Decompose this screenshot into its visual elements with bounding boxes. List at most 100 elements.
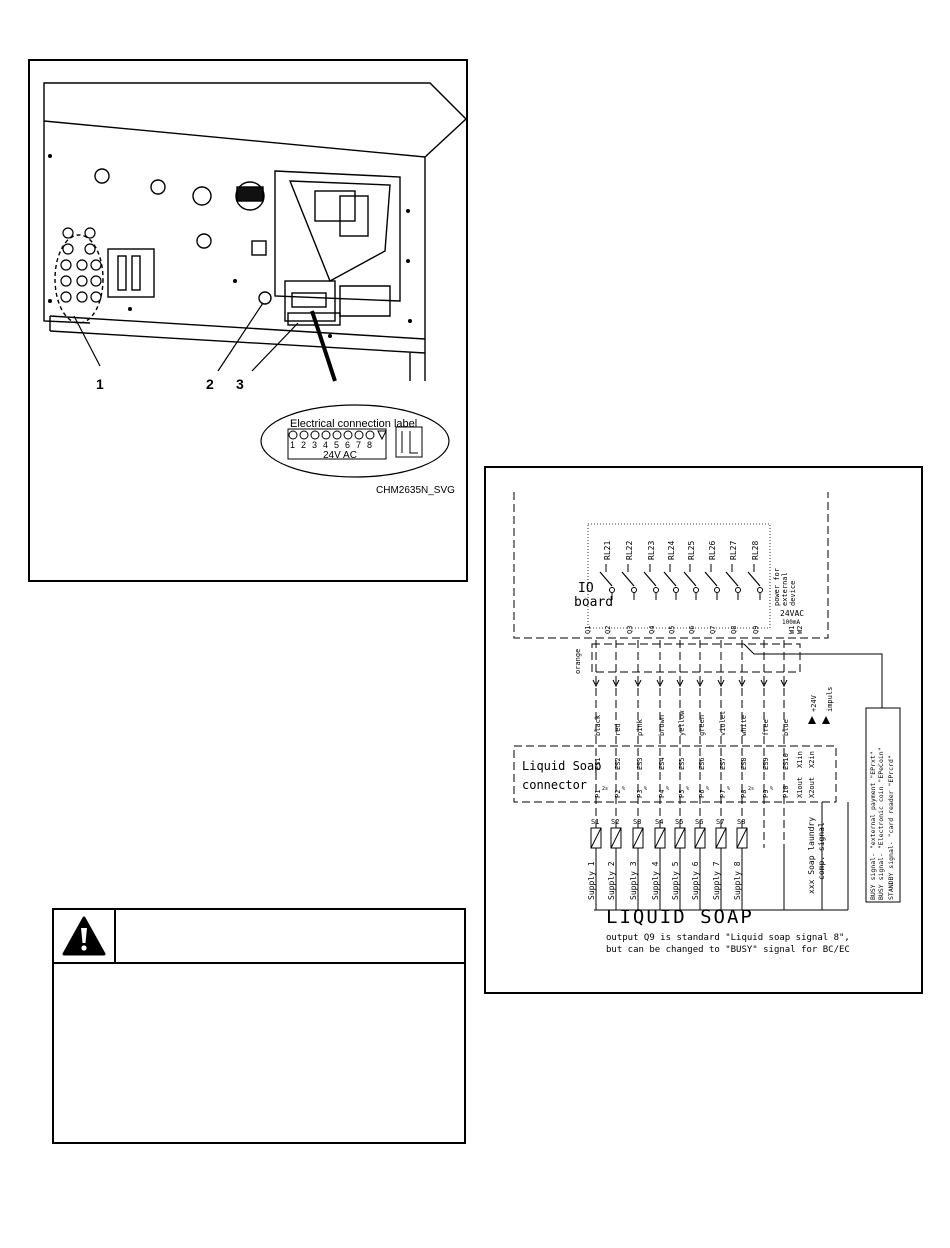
es-term-10: ES10: [782, 753, 790, 770]
signal-busy-coin: BUSY signal- "Electronic coin "EPeCoin": [877, 747, 885, 900]
p-term-2: P2: [614, 790, 622, 798]
warning-box: [52, 908, 466, 1144]
q-output-4: Q4: [648, 626, 656, 634]
connection-label-title: Electrical connection label: [290, 418, 417, 430]
solenoid-label-2: S2: [611, 818, 619, 826]
es-term-9: ES9: [762, 757, 770, 770]
p-term-10: P10: [782, 785, 790, 798]
schematic-note-2: but can be changed to "BUSY" signal for …: [606, 945, 850, 955]
p-term-9: P9: [762, 790, 770, 798]
es-term-6: ES6: [698, 757, 706, 770]
solenoid-label-4: S4: [655, 818, 663, 826]
relay-contact-4: [673, 587, 679, 593]
figure-code: CHM2635N_SVG: [376, 485, 455, 496]
label-num-2: 2: [301, 440, 306, 450]
power-note-3: device: [789, 581, 797, 606]
soap-comp-label-1: xxx Soap laundry: [807, 817, 816, 894]
x-out-2: X2out: [808, 777, 816, 798]
relay-switch-5: [683, 571, 697, 587]
solenoid-slash-6: [694, 827, 706, 849]
power-note-1: power for: [773, 568, 781, 606]
warning-header: [54, 910, 464, 964]
solenoid-label-1: S1: [591, 818, 599, 826]
q-output-3: Q3: [626, 626, 634, 634]
p-term-4: P4: [658, 790, 666, 798]
p-term-8: P8: [740, 790, 748, 798]
q-output-5: Q5: [668, 626, 676, 634]
supply-label-2: Supply 2: [607, 861, 616, 900]
relay-label-3: RL23: [647, 541, 656, 560]
solenoid-label-7: S7: [716, 818, 724, 826]
wire-color-pink: pink: [636, 718, 644, 736]
machine-illustration-frame: 1 2 3 Electrical connection label 1 2 3 …: [28, 59, 468, 582]
es-term-7: ES7: [719, 757, 727, 770]
warning-triangle-icon: [62, 916, 106, 956]
supply-label-6: Supply 6: [691, 861, 700, 900]
machine-illustration: 1 2 3 Electrical connection label 1 2 3 …: [43, 82, 466, 496]
wire-arrow-red: [612, 679, 620, 688]
callout-2: 2: [206, 376, 214, 392]
label-num-1: 1: [290, 440, 295, 450]
label-num-4: 4: [323, 440, 328, 450]
board-label-io: IO: [578, 581, 594, 596]
wire-color-white: white: [740, 715, 748, 736]
relay-switch-3: [643, 571, 657, 587]
small-mark-8: 2s: [748, 786, 754, 792]
liquid-soap-connector-outline: [513, 745, 837, 803]
wire-color-green: green: [698, 715, 706, 736]
wire-arrow-brown: [656, 679, 664, 688]
solenoid-slash-5: [674, 827, 686, 849]
solenoid-slash-7: [715, 827, 727, 849]
small-mark-3: %: [644, 786, 647, 792]
relay-label-8: RL28: [751, 541, 760, 560]
q-output-7: Q7: [709, 626, 717, 634]
supply-label-1: Supply 1: [587, 861, 596, 900]
q-output-2: Q2: [604, 626, 612, 634]
solenoid-slash-8: [736, 827, 748, 849]
label-num-3: 3: [312, 440, 317, 450]
q-output-8: Q8: [730, 626, 738, 634]
wire-arrow-green: [696, 679, 704, 688]
solenoid-slash-2: [610, 827, 622, 849]
wire-color-brown: brown: [658, 715, 666, 736]
signal-standby: STANDBY signal- "card reader "EPrcrd": [887, 755, 895, 900]
label-voltage: 24V AC: [323, 450, 357, 461]
solenoid-slash-1: [590, 827, 602, 849]
label-num-5: 5: [334, 440, 339, 450]
q-output-9: Q9: [752, 626, 760, 634]
wire-color-red: red: [614, 723, 622, 736]
es-term-3: ES3: [636, 757, 644, 770]
signal-busy-external: BUSY signal- "external payment "EPrxt": [869, 751, 877, 900]
w-term-1: W1: [788, 626, 796, 634]
io-board-outline: [513, 492, 829, 639]
wire-arrow-free: [760, 679, 768, 688]
relay-label-2: RL22: [625, 541, 634, 560]
label-num-6: 6: [345, 440, 350, 450]
relay-label-1: RL21: [603, 541, 612, 560]
x-note-impuls: impuls: [826, 687, 834, 712]
relay-switch-8: [747, 571, 761, 587]
solenoid-label-5: S5: [675, 818, 683, 826]
wire-arrow-yellow: [676, 679, 684, 688]
relay-contact-1: [609, 587, 615, 593]
supply-label-3: Supply 3: [629, 861, 638, 900]
wire-color-violet: violet: [719, 711, 727, 736]
x-in-arrow-2: [822, 716, 830, 724]
callout-3: 3: [236, 376, 244, 392]
relay-switch-4: [663, 571, 677, 587]
solenoid-label-6: S6: [695, 818, 703, 826]
busy-signal-box: [865, 707, 901, 903]
es-term-1: ES1: [594, 757, 602, 770]
soap-comp-label-2: comp. signal: [817, 822, 826, 880]
relay-switch-7: [725, 571, 739, 587]
label-num-8: 8: [367, 440, 372, 450]
relay-switch-6: [704, 571, 718, 587]
small-mark-4: %: [666, 786, 669, 792]
wire-arrow-black: [592, 679, 600, 688]
wire-arrow-white: [738, 679, 746, 688]
q-output-6: Q6: [688, 626, 696, 634]
small-mark-7: %: [727, 786, 730, 792]
small-mark-1: 2s: [602, 786, 608, 792]
small-mark-6: %: [706, 786, 709, 792]
p-term-1: P1: [594, 790, 602, 798]
